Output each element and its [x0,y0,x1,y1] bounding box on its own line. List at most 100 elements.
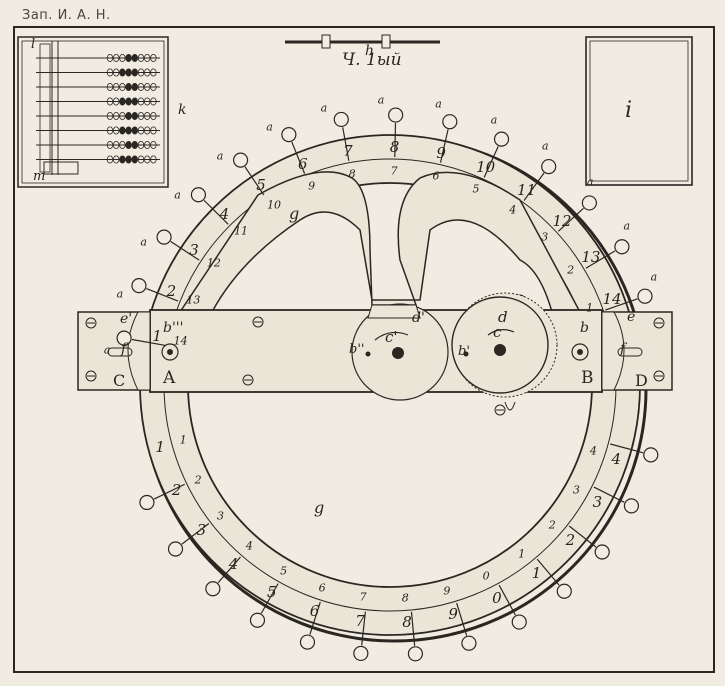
abacus-bead [119,68,126,77]
lever-arm [181,523,210,545]
lower-outer-number: 2 [565,531,576,550]
lever-arm [610,443,644,454]
lower-inner-number: 4 [589,444,597,458]
lever-arm [131,338,166,346]
lever-label-a: a [650,270,658,284]
label-k: k [178,102,187,118]
slot-f [617,347,643,357]
outer-number: 12 [552,211,572,230]
inner-number: 11 [234,224,249,238]
lever-label-a: a [116,287,124,301]
lever-arm [170,241,200,261]
lever-label-a: a [103,343,111,357]
inner-number: 14 [173,334,188,347]
lever-arm [394,123,397,158]
arrow-d [487,329,515,336]
lower-outer-number: 1 [531,563,542,582]
lever-arm [523,172,545,201]
outer-number: 2 [166,281,177,300]
abacus-bead [125,126,132,135]
lever-arm [153,483,185,500]
abacus-bead [112,155,120,164]
abacus-bead [112,97,120,106]
page-header: Зап. И. А. Н. [22,8,111,23]
lower-outer-number: 7 [355,612,365,631]
lower-outer-number: 5 [266,582,277,601]
lever-arm [291,141,306,174]
abacus-bead [150,126,157,135]
gear-c-tab [504,401,516,411]
lever-arm [557,207,584,232]
abacus-bead [112,83,120,92]
lever-knob [232,152,249,168]
label-m: m [33,169,46,184]
lower-inner-number: 1 [518,547,526,561]
abacus-bead [143,97,151,106]
label-b-prime: b' [458,344,470,359]
lever-label-a: a [216,149,224,163]
indicator-tab [381,34,391,49]
lower-inner-number: 3 [572,483,580,497]
inner-number: 2 [567,263,575,277]
lower-outer-number: 1 [155,437,165,456]
lower-inner-number: 6 [318,581,326,595]
lower-inner-number: 5 [280,564,288,578]
abacus-bead [125,112,132,121]
label-e-prime: e' [120,311,133,327]
abacus-bead [137,97,145,106]
lever-knob [299,634,316,650]
label-h: h [365,43,375,59]
lever-label-a: a [541,139,549,153]
abacus-bead [150,140,157,149]
gear-c-hub [494,344,506,356]
label-e: e [627,309,636,325]
lower-inner-number: 0 [482,569,490,583]
abacus-bead [119,112,126,121]
lower-outer-number: 4 [611,449,621,468]
abacus-bead [150,54,157,63]
screw [252,316,264,328]
label-d: d [498,308,508,326]
lever-knob [493,131,510,147]
abacus-bead [137,54,145,63]
abacus-bead [106,83,114,92]
outer-number: 3 [189,240,199,259]
lower-inner-number: 3 [216,509,224,523]
abacus-bead [125,97,132,106]
lower-inner-number: 1 [179,433,187,447]
lever-knob [388,107,404,123]
lower-outer-number: 3 [196,521,207,540]
lever-label-a: a [377,93,385,107]
pivot-b-triple [161,343,179,361]
screw [653,317,665,329]
lever-knob [353,645,369,662]
outer-number: 4 [219,205,230,224]
abacus-bead [112,140,120,149]
abacus-bead [137,126,145,135]
lever-knob [281,127,297,143]
lever-arm [203,199,229,225]
abacus-bead [137,68,145,77]
outer-number: 10 [476,158,496,177]
lever-arm [483,146,499,178]
inner-number: 3 [541,230,549,244]
lever-knob [614,239,630,255]
abacus-bead [150,112,157,121]
abacus-bead [119,54,126,63]
abacus-bead [119,83,126,92]
lever-arm [146,287,179,302]
title-label: Ч. 1ый [342,50,402,70]
abacus-bead [125,68,132,77]
abacus-bead [137,83,145,92]
abacus-bead [106,68,114,77]
lever-label-a: a [320,101,328,115]
abacus-bead [150,68,157,77]
lever-knob [643,447,659,463]
abacus-bead [137,155,145,164]
abacus-bead [119,155,126,164]
gear-bridge [367,304,421,319]
abacus-bead [106,112,114,121]
inner-number: 9 [308,179,316,193]
label-A: A [163,368,176,388]
abacus-bead [150,155,157,164]
